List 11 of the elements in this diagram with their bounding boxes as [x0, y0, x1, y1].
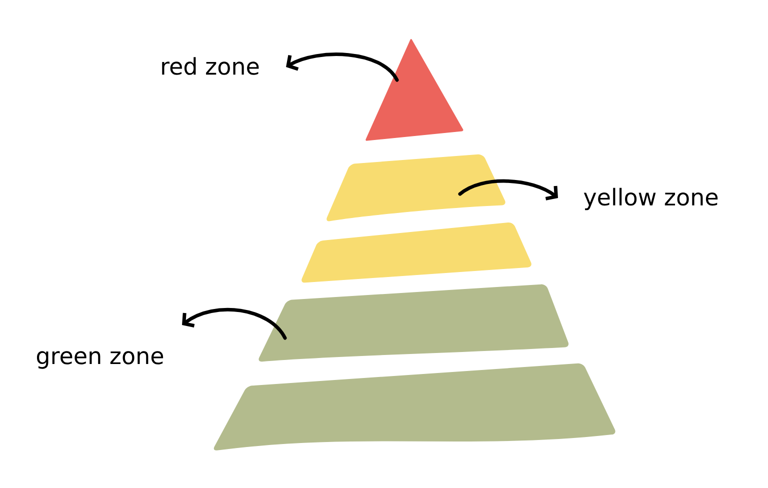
pyramid-band [302, 222, 532, 283]
curved-arrow [286, 52, 399, 82]
pyramid-band [326, 154, 506, 222]
zone-label: red zone [162, 57, 259, 75]
pyramid-band [214, 363, 616, 450]
pyramid-band [258, 284, 569, 362]
pyramid-top [366, 39, 464, 141]
curved-arrow [182, 308, 287, 340]
curved-arrow [458, 179, 558, 200]
zone-label: green zone [36, 351, 164, 369]
zone-label: yellow zone [584, 188, 718, 210]
